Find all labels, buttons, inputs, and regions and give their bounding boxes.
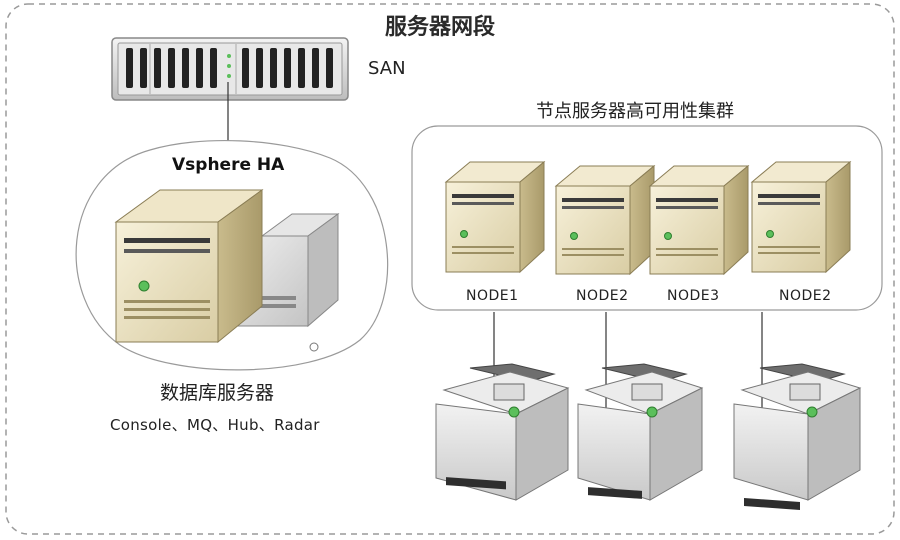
node-label-4: NODE2 bbox=[779, 288, 832, 304]
printer-icon-3 bbox=[733, 363, 862, 510]
san-storage-icon bbox=[111, 37, 349, 101]
node-server-icon-4 bbox=[750, 160, 852, 274]
san-label: SAN bbox=[368, 58, 406, 79]
node-label-1: NODE1 bbox=[466, 288, 519, 304]
node-label-2: NODE2 bbox=[576, 288, 629, 304]
node-label-3: NODE3 bbox=[667, 288, 720, 304]
ha-indicator-dot bbox=[309, 342, 319, 352]
node-server-icon-2 bbox=[554, 164, 656, 276]
diagram-title: 服务器网段 bbox=[385, 15, 496, 40]
cluster-group bbox=[411, 125, 883, 311]
database-services-label: Console、MQ、Hub、Radar bbox=[110, 416, 320, 434]
node-server-icon-1 bbox=[444, 160, 546, 274]
vsphere-ha-label: Vsphere HA bbox=[172, 155, 285, 175]
network-segment-frame bbox=[5, 3, 895, 535]
node-server-icon-3 bbox=[648, 164, 750, 276]
printer-icon-1 bbox=[435, 363, 570, 501]
printer-icon-2 bbox=[577, 363, 704, 501]
database-server-icon bbox=[114, 189, 264, 344]
cluster-label: 节点服务器高可用性集群 bbox=[536, 101, 734, 122]
database-server-label: 数据库服务器 bbox=[160, 382, 275, 404]
